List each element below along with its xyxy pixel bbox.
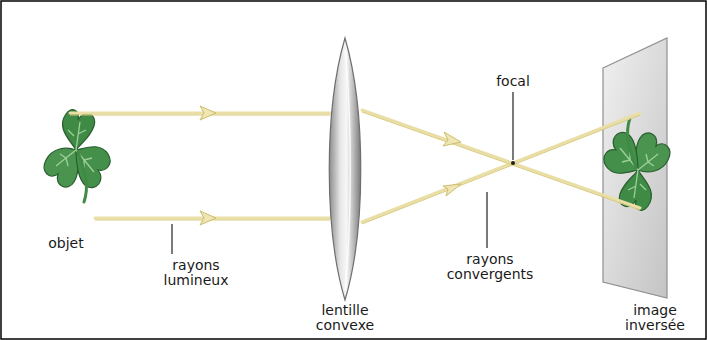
lens-label: lentille convexe [295, 303, 395, 333]
lens-highlight [345, 50, 350, 290]
converging-arrows [443, 132, 461, 196]
ray-arrows [200, 106, 216, 225]
image-label: image inversée [613, 303, 697, 333]
object-clover [44, 110, 110, 202]
focal-point [511, 161, 515, 165]
ray-edges [70, 115, 330, 220]
light-rays [70, 113, 330, 218]
converging-label: rayons convergents [430, 252, 550, 282]
focal-label: focal [483, 74, 543, 89]
object-label: objet [31, 236, 101, 251]
leader-lines [172, 92, 513, 254]
converging-ray-edges [362, 112, 640, 224]
inverted-clover [604, 118, 670, 210]
converging-rays [362, 110, 640, 222]
rays-label: rayons lumineux [151, 258, 241, 288]
convex-lens [329, 38, 361, 300]
